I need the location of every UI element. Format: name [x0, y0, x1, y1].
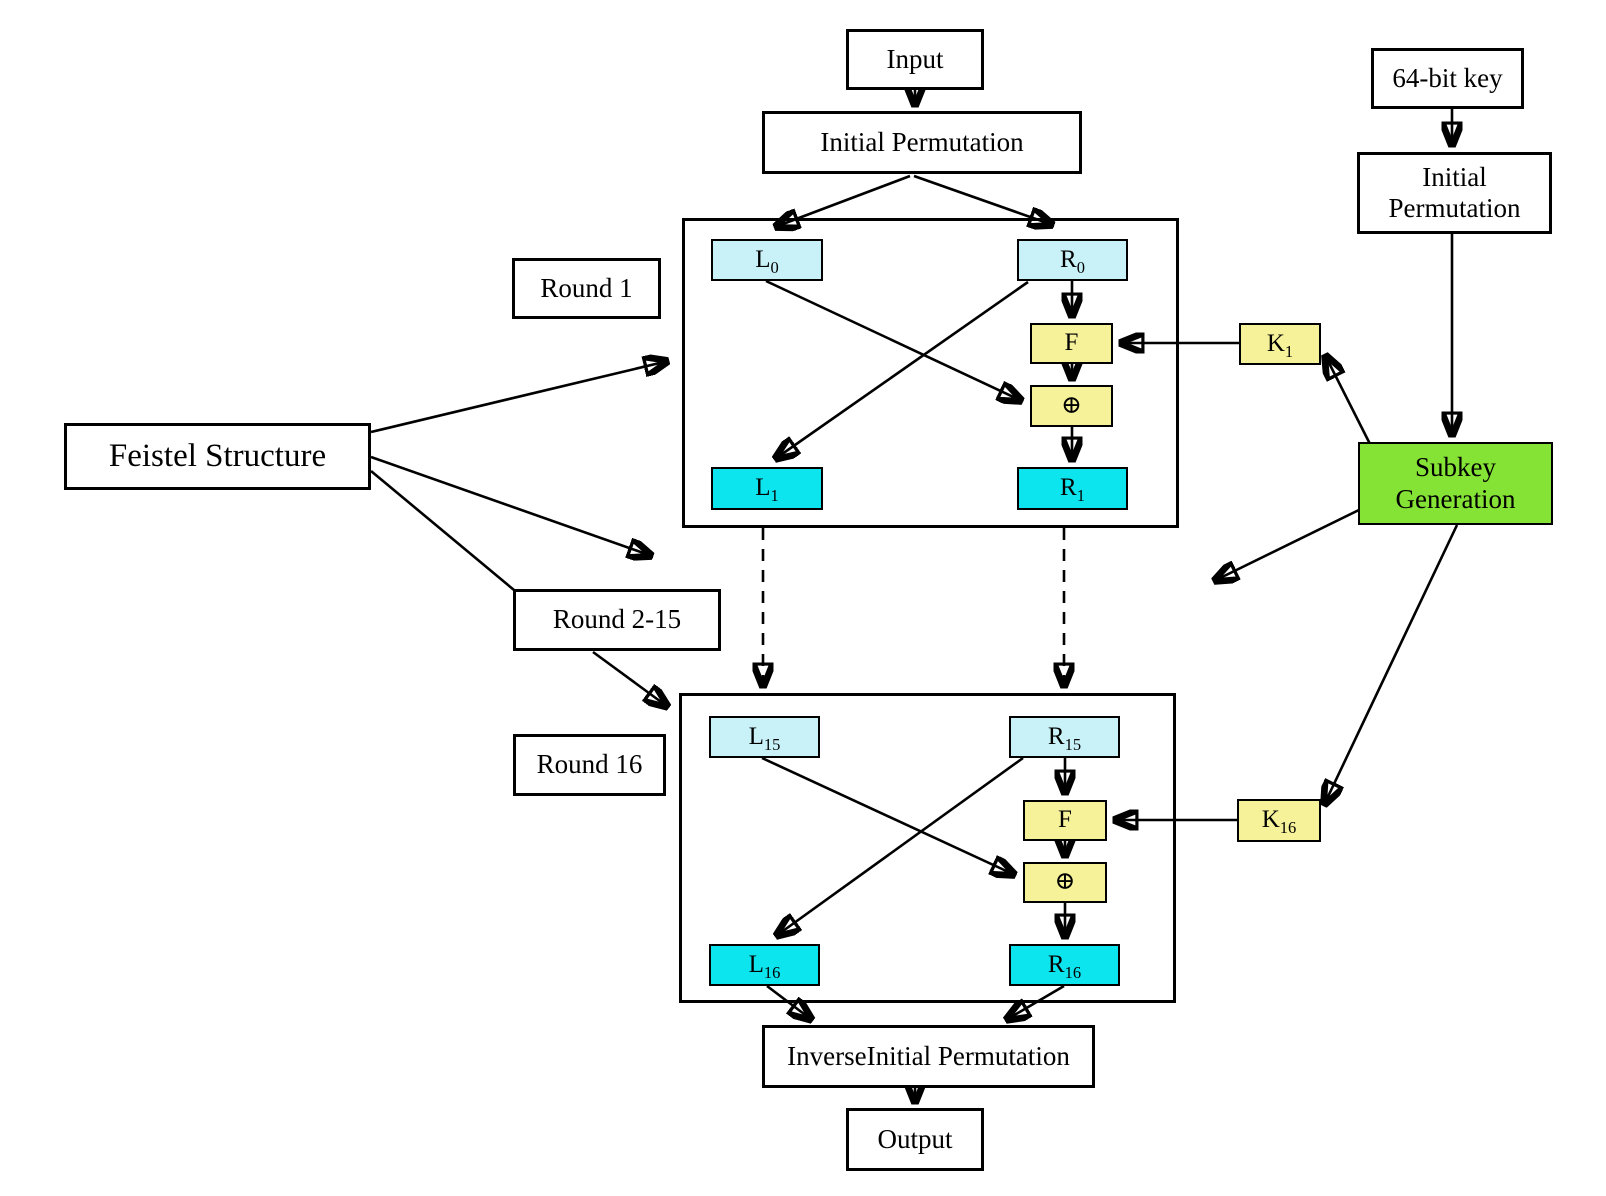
l1-box: L1	[711, 467, 823, 510]
arrow-r16-to-inverse-permutation	[1006, 984, 1065, 1020]
inverse-initial-permutation-label: InverseInitial Permutation	[787, 1040, 1070, 1071]
xor-icon: ⊕	[1061, 391, 1082, 419]
arrow-r0-to-l1	[775, 280, 1029, 459]
r15-label: R15	[1047, 722, 1082, 754]
f-function-label-round1: F	[1064, 329, 1079, 357]
r1-box: R1	[1017, 467, 1128, 510]
arrow-feistel-to-middle-rounds	[370, 455, 652, 556]
k16-label: K16	[1261, 806, 1297, 838]
r16-box: R16	[1009, 944, 1120, 986]
l0-box: L0	[711, 239, 823, 281]
subkey-generation-box: Subkey Generation	[1358, 442, 1553, 525]
l16-box: L16	[709, 944, 820, 986]
arrow-feistel-to-round1-box	[370, 361, 668, 434]
l15-label: L15	[748, 722, 781, 754]
xor-box-round1: ⊕	[1030, 385, 1113, 427]
round16-label: Round 16	[536, 749, 643, 780]
output-box: Output	[846, 1108, 984, 1171]
xor-box-round16: ⊕	[1023, 862, 1107, 903]
r15-box: R15	[1009, 716, 1120, 758]
l15-box: L15	[709, 716, 820, 758]
feistel-structure-box: Feistel Structure	[64, 423, 371, 490]
round16-container	[679, 693, 1176, 1003]
l16-label: L16	[748, 950, 781, 982]
key-initial-permutation-line2: Permutation	[1388, 193, 1521, 223]
key-64bit-label: 64-bit key	[1392, 62, 1503, 93]
arrow-subkey-generation-to-k16	[1324, 524, 1459, 805]
input-label: Input	[886, 43, 944, 74]
arrow-round2-15-to-round16-box	[592, 650, 668, 707]
feistel-structure-label: Feistel Structure	[108, 437, 327, 474]
l0-label: L0	[755, 245, 779, 277]
l1-label: L1	[755, 474, 779, 506]
initial-permutation-box: Initial Permutation	[762, 111, 1082, 174]
f-function-box-round16: F	[1023, 800, 1107, 841]
f-function-label-round16: F	[1058, 806, 1072, 834]
arrow-l15-to-xor	[761, 756, 1015, 875]
xor-icon: ⊕	[1054, 868, 1076, 896]
arrow-l0-to-xor	[765, 279, 1022, 401]
r16-label: R16	[1047, 950, 1082, 982]
f-function-box-round1: F	[1030, 323, 1113, 364]
input-box: Input	[846, 29, 984, 90]
arrow-l16-to-inverse-permutation	[766, 984, 812, 1020]
round2-15-label: Round 2-15	[552, 604, 682, 635]
output-label: Output	[877, 1123, 953, 1154]
arrow-subkey-generation-to-k1	[1325, 355, 1373, 447]
k1-label: K1	[1266, 329, 1294, 361]
r0-box: R0	[1017, 239, 1128, 281]
initial-permutation-label: Initial Permutation	[820, 126, 1024, 157]
key-initial-permutation-line1: Initial	[1422, 161, 1487, 192]
k16-box: K16	[1237, 799, 1321, 842]
round16-label-box: Round 16	[513, 734, 666, 796]
r0-label: R0	[1060, 245, 1085, 277]
arrow-r15-to-l16	[776, 756, 1024, 936]
inverse-initial-permutation-box: InverseInitial Permutation	[762, 1025, 1095, 1088]
round1-label: Round 1	[540, 272, 633, 303]
arrow-subkey-generation-to-rounds	[1214, 507, 1362, 581]
r1-label: R1	[1060, 474, 1085, 506]
key-initial-permutation-box: Initial Permutation	[1357, 152, 1552, 234]
round1-label-box: Round 1	[512, 258, 661, 319]
subkey-generation-line2: Generation	[1395, 483, 1516, 514]
subkey-generation-line1: Subkey	[1415, 452, 1496, 483]
round1-container	[682, 218, 1179, 528]
key-64bit-box: 64-bit key	[1371, 48, 1524, 109]
round2-15-label-box: Round 2-15	[513, 589, 721, 651]
line-feistel-to-round2-15-label	[370, 470, 515, 591]
arrow-initial-permutation-to-r0	[913, 174, 1053, 225]
k1-box: K1	[1239, 323, 1321, 365]
